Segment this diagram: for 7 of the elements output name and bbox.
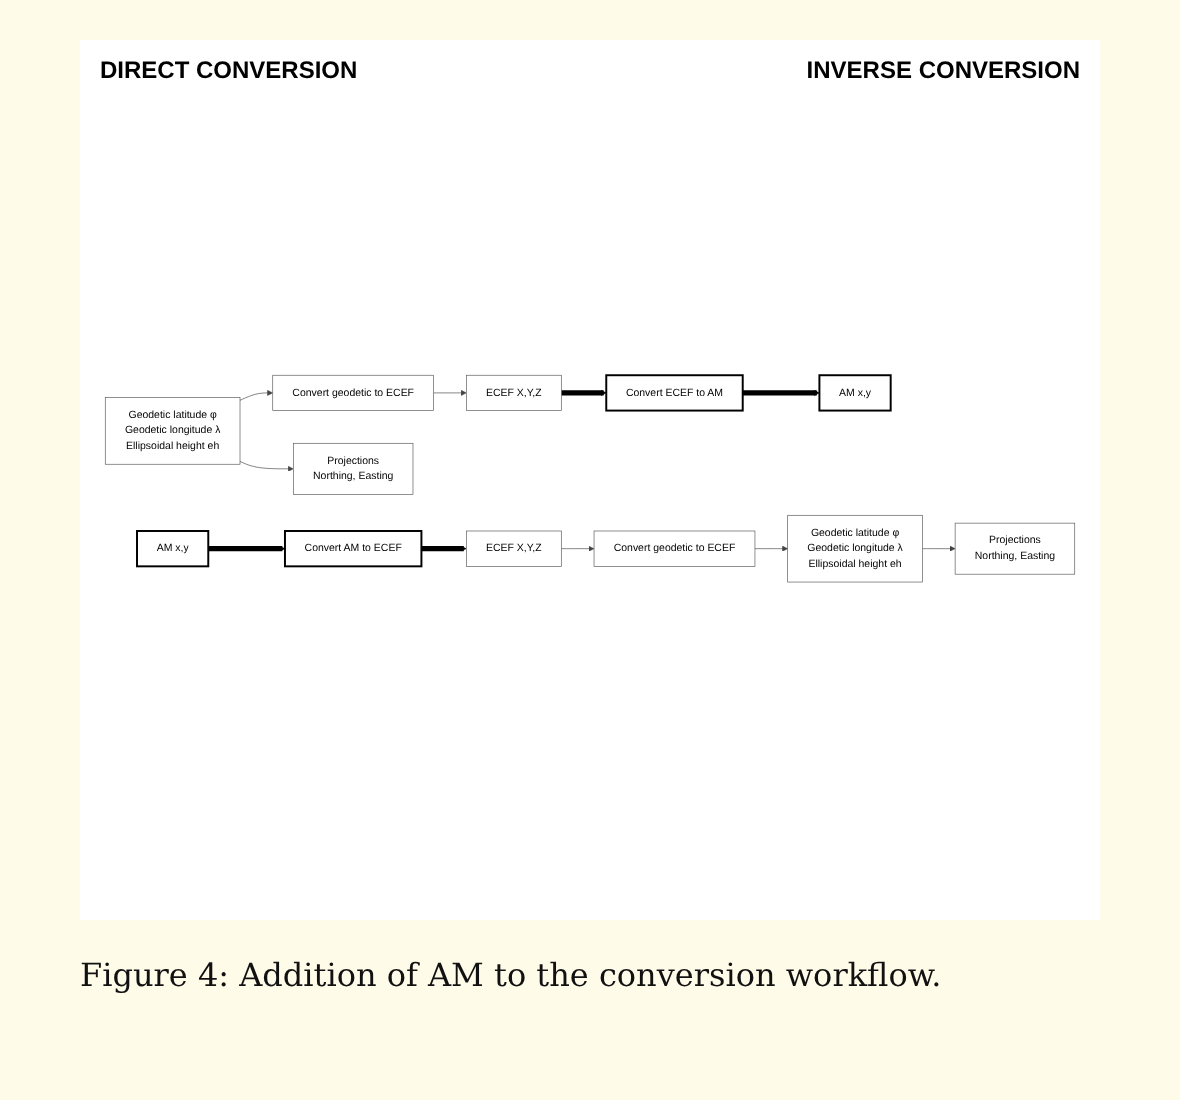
arrow bbox=[742, 389, 820, 396]
figure-caption: Figure 4: Addition of AM to the conversion workflow. bbox=[80, 956, 944, 994]
arrow bbox=[561, 389, 607, 396]
arrow bbox=[421, 545, 467, 551]
section-heading: INVERSE CONVERSION bbox=[806, 56, 1080, 84]
section-heading: DIRECT CONVERSION bbox=[100, 56, 358, 84]
arrow bbox=[208, 545, 286, 551]
